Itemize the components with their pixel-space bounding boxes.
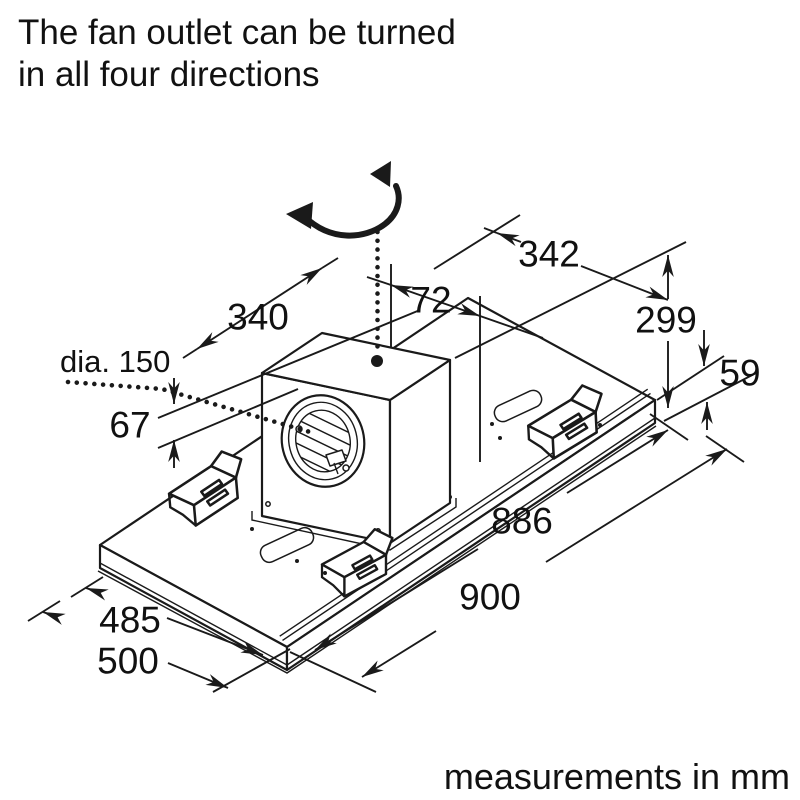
dim-box-width: 342: [433, 214, 669, 301]
rotation-arrowhead-right: [370, 161, 391, 187]
dim-box-height: 299: [454, 241, 697, 408]
dim-ceiling-clearance: 67: [109, 309, 421, 468]
dim-box-width-label: 342: [518, 234, 580, 275]
hood-cutout-right: [493, 389, 543, 423]
dim-box-depth: 340: [182, 257, 339, 359]
outlet-port: [280, 394, 366, 488]
dim-inner-depth-label: 485: [99, 600, 161, 641]
footer-note: measurements in mm: [444, 756, 790, 797]
outlet-mid-ring: [287, 401, 359, 481]
dim-box-height-label: 299: [635, 300, 697, 341]
outlet-louvers: [289, 404, 357, 478]
dim-duct-offset-label: 72: [410, 280, 451, 321]
title-line-2: in all four directions: [18, 55, 320, 94]
dim-inner-length: 886: [289, 413, 689, 693]
hood-bottom-lip: [97, 425, 657, 674]
dim-panel-thickness-label: 59: [719, 353, 760, 394]
dim-panel-thickness: 59: [656, 330, 761, 430]
rotation-arrowhead-left: [286, 202, 313, 229]
fan-box: [251, 331, 457, 551]
dim-overall-depth-label: 500: [97, 641, 159, 682]
dim-overall-depth: 500: [27, 600, 229, 689]
dim-overall-length-label: 900: [459, 577, 521, 618]
fan-box-base-flange: [251, 498, 457, 551]
title-line-1: The fan outlet can be turned: [18, 13, 456, 52]
dim-box-depth-label: 340: [227, 297, 289, 338]
dim-ceiling-clearance-label: 67: [109, 405, 150, 446]
outlet-clamp: [325, 449, 347, 467]
rotation-arrow: [286, 161, 402, 239]
dim-outlet-diameter-label: dia. 150: [60, 344, 170, 379]
dim-inner-length-label: 886: [491, 501, 553, 542]
outlet-outer-ring: [280, 394, 366, 488]
dim-overall-length: 900: [361, 435, 745, 678]
rotation-axis-point: [371, 355, 383, 367]
dim-inner-depth: 485: [70, 576, 291, 693]
dim-duct-offset: 72: [366, 264, 544, 462]
